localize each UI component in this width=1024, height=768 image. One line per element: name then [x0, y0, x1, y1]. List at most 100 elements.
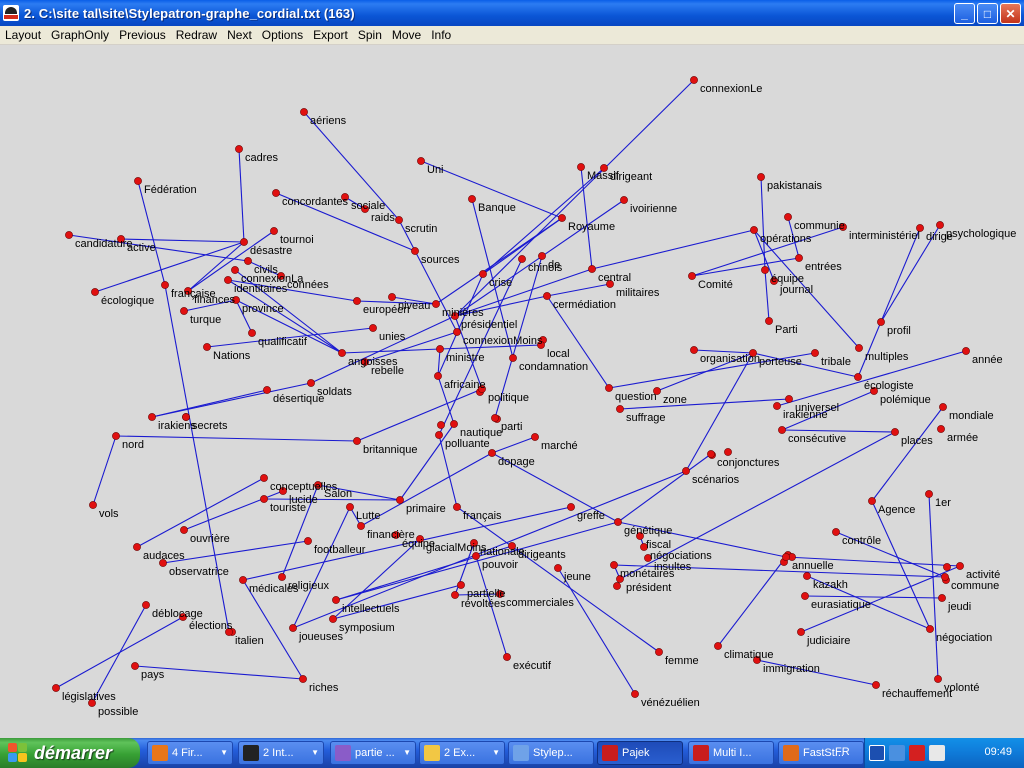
graph-node[interactable] — [797, 628, 805, 636]
graph-node[interactable] — [795, 254, 803, 262]
graph-node[interactable] — [616, 575, 624, 583]
graph-node[interactable] — [936, 221, 944, 229]
graph-node[interactable] — [653, 387, 661, 395]
pajek-app-icon[interactable] — [3, 5, 19, 21]
graph-node[interactable] — [161, 281, 169, 289]
graph-node[interactable] — [148, 413, 156, 421]
graph-node[interactable] — [314, 481, 322, 489]
graph-node[interactable] — [488, 449, 496, 457]
graph-node[interactable] — [765, 317, 773, 325]
graph-node[interactable] — [714, 642, 722, 650]
graph-node[interactable] — [655, 648, 663, 656]
graph-node[interactable] — [260, 495, 268, 503]
graph-node[interactable] — [272, 189, 280, 197]
graph-node[interactable] — [803, 572, 811, 580]
graph-node[interactable] — [112, 432, 120, 440]
graph-node[interactable] — [224, 276, 232, 284]
graph-node[interactable] — [688, 272, 696, 280]
menu-spin[interactable]: Spin — [357, 28, 382, 42]
graph-node[interactable] — [636, 532, 644, 540]
graph-node[interactable] — [392, 531, 400, 539]
graph-node[interactable] — [279, 487, 287, 495]
graph-node[interactable] — [239, 576, 247, 584]
menu-export[interactable]: Export — [313, 28, 348, 42]
graph-node[interactable] — [778, 426, 786, 434]
graph-node[interactable] — [614, 518, 622, 526]
graph-node[interactable] — [182, 413, 190, 421]
graph-node[interactable] — [346, 503, 354, 511]
graph-node[interactable] — [468, 195, 476, 203]
graph-node[interactable] — [244, 257, 252, 265]
graph-node[interactable] — [610, 561, 618, 569]
graph-node[interactable] — [600, 164, 608, 172]
graph-node[interactable] — [307, 379, 315, 387]
graph-node[interactable] — [231, 266, 239, 274]
graph-node[interactable] — [369, 324, 377, 332]
graph-node[interactable] — [509, 354, 517, 362]
graph-node[interactable] — [436, 345, 444, 353]
graph-node[interactable] — [761, 266, 769, 274]
graph-node[interactable] — [690, 346, 698, 354]
graph-node[interactable] — [773, 402, 781, 410]
graph-node[interactable] — [757, 173, 765, 181]
graph-node[interactable] — [91, 288, 99, 296]
graph-node[interactable] — [503, 653, 511, 661]
graph-node[interactable] — [588, 265, 596, 273]
graph-node[interactable] — [353, 297, 361, 305]
graph-node[interactable] — [724, 448, 732, 456]
graph-node[interactable] — [682, 467, 690, 475]
graph-node[interactable] — [554, 564, 562, 572]
graph-node[interactable] — [749, 349, 757, 357]
graph-node[interactable] — [277, 272, 285, 280]
graph-node[interactable] — [411, 247, 419, 255]
menu-previous[interactable]: Previous — [119, 28, 166, 42]
graph-node[interactable] — [357, 522, 365, 530]
graph-node[interactable] — [750, 226, 758, 234]
graph-node[interactable] — [941, 573, 949, 581]
graph-node[interactable] — [496, 590, 504, 598]
graph-node[interactable] — [537, 341, 545, 349]
graph-node[interactable] — [133, 543, 141, 551]
graph-node[interactable] — [470, 539, 478, 547]
graph-node[interactable] — [180, 307, 188, 315]
graph-node[interactable] — [472, 552, 480, 560]
graph-node[interactable] — [956, 562, 964, 570]
graph-node[interactable] — [877, 318, 885, 326]
graph-node[interactable] — [508, 542, 516, 550]
taskbar-item[interactable]: 2 Ex...▼ — [419, 741, 505, 765]
graph-node[interactable] — [65, 231, 73, 239]
graph-node[interactable] — [453, 503, 461, 511]
graph-node[interactable] — [531, 433, 539, 441]
graph-node[interactable] — [52, 684, 60, 692]
close-button[interactable]: ✕ — [1000, 3, 1021, 24]
graph-node[interactable] — [854, 373, 862, 381]
tray-expand-icon[interactable] — [869, 745, 885, 761]
taskbar-item[interactable]: FastSt... — [778, 741, 864, 765]
graph-node[interactable] — [395, 216, 403, 224]
graph-node[interactable] — [131, 662, 139, 670]
graph-node[interactable] — [240, 238, 248, 246]
graph-node[interactable] — [416, 535, 424, 543]
graph-node[interactable] — [707, 450, 715, 458]
graph-node[interactable] — [753, 656, 761, 664]
taskbar-item[interactable]: partie ...▼ — [330, 741, 416, 765]
graph-node[interactable] — [453, 328, 461, 336]
menu-graphonly[interactable]: GraphOnly — [51, 28, 110, 42]
graph-node[interactable] — [937, 425, 945, 433]
graph-node[interactable] — [543, 292, 551, 300]
antivirus-icon[interactable] — [909, 745, 925, 761]
graph-node[interactable] — [248, 329, 256, 337]
graph-node[interactable] — [329, 615, 337, 623]
graph-node[interactable] — [606, 280, 614, 288]
graph-node[interactable] — [417, 157, 425, 165]
graph-node[interactable] — [916, 224, 924, 232]
graph-node[interactable] — [225, 628, 233, 636]
graph-node[interactable] — [451, 591, 459, 599]
graph-node[interactable] — [891, 428, 899, 436]
taskbar-item[interactable]: 4 Fir...▼ — [147, 741, 233, 765]
graph-node[interactable] — [361, 358, 369, 366]
graph-node[interactable] — [690, 76, 698, 84]
graph-node[interactable] — [341, 193, 349, 201]
graph-node[interactable] — [613, 582, 621, 590]
